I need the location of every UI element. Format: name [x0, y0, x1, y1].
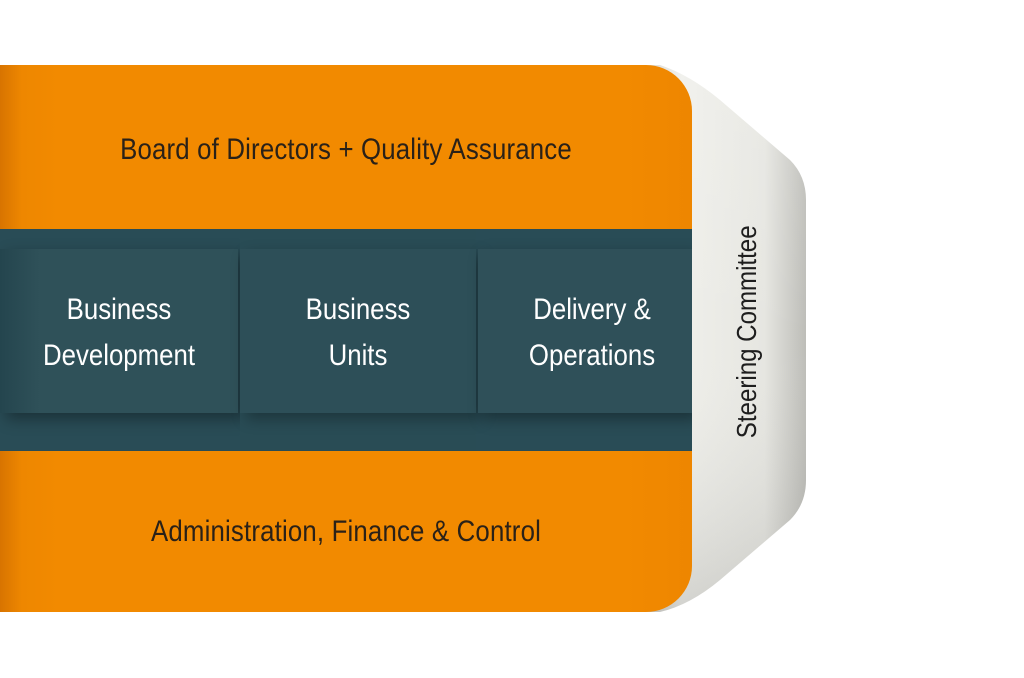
business-units-label: Business Units — [257, 287, 460, 379]
cell-label-line: Operations — [528, 339, 656, 372]
business-development-label: Business Development — [17, 287, 222, 379]
steering-committee-label: Steering Committee — [731, 225, 762, 439]
cell-label-line: Business — [305, 293, 411, 326]
cell-label-line: Business — [66, 293, 172, 326]
cell-label-line: Delivery & — [533, 293, 651, 326]
administration-finance-band: Administration, Finance & Control — [151, 515, 541, 548]
delivery-operations-box — [478, 249, 692, 413]
board-of-directors-band: Board of Directors + Quality Assurance — [120, 133, 572, 166]
cell-label-line: Development — [42, 339, 196, 372]
delivery-operations-label: Delivery & Operations — [494, 287, 690, 379]
business-units-box — [240, 229, 476, 451]
orange-frame: Board of Directors + Quality Assurance B… — [0, 65, 692, 612]
business-development-box — [0, 249, 238, 413]
cell-label-line: Units — [328, 339, 388, 372]
middle-teal-band: Business Development Business Units Deli… — [0, 229, 692, 451]
